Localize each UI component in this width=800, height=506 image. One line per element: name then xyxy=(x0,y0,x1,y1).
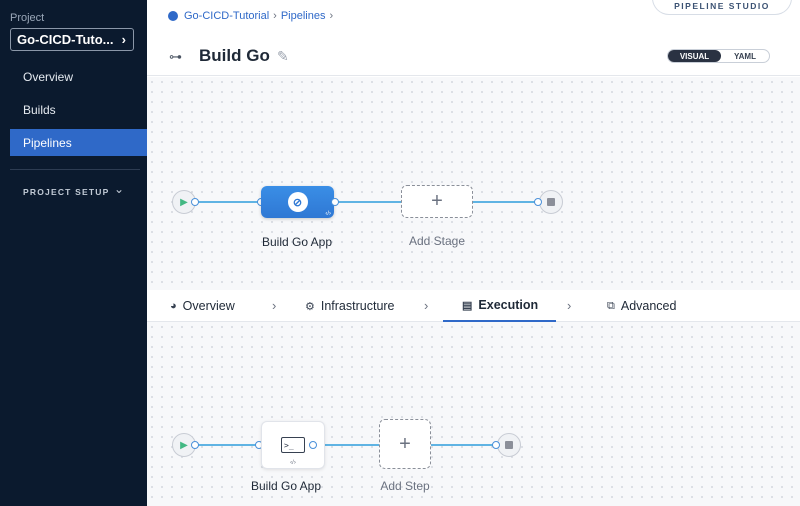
tab-advanced-label: Advanced xyxy=(620,299,677,313)
connector-line xyxy=(196,444,260,446)
ci-stage-icon: ⊘ xyxy=(287,192,308,212)
sidebar-item-pipelines[interactable]: Pipelines xyxy=(10,129,147,156)
sidebar-divider xyxy=(10,169,140,170)
add-stage-label: Add Stage xyxy=(408,234,466,248)
tab-infrastructure[interactable]: ⚙ Infrastructure xyxy=(305,290,395,322)
chevron-right-icon: › xyxy=(424,298,429,313)
chevron-down-icon[interactable]: ⌄ xyxy=(114,182,125,196)
tab-overview[interactable]: ◕ Overview xyxy=(170,290,235,322)
yaml-toggle[interactable]: YAML xyxy=(734,51,756,61)
connector-port xyxy=(534,198,542,206)
project-icon xyxy=(168,11,178,21)
tab-infrastructure-label: Infrastructure xyxy=(320,299,395,313)
infrastructure-icon: ⚙ xyxy=(305,300,315,313)
add-step-button[interactable]: + xyxy=(379,419,431,469)
execution-canvas: ▶ >_ ‹/› + Build Go App Add Step xyxy=(147,322,800,506)
connector-line xyxy=(313,444,379,446)
breadcrumb-pipelines[interactable]: Pipelines xyxy=(280,10,326,22)
advanced-icon: ⧉ xyxy=(607,299,615,312)
end-node xyxy=(539,190,563,214)
connector-line xyxy=(431,444,497,446)
end-node xyxy=(497,433,521,457)
view-toggle[interactable]: VISUAL YAML xyxy=(667,49,770,63)
tab-execution-label: Execution xyxy=(478,298,539,312)
tab-execution[interactable]: ▤ Execution xyxy=(443,290,556,322)
chevron-right-icon: › xyxy=(121,32,126,47)
breadcrumb-separator-icon: › xyxy=(329,10,334,22)
execution-icon: ▤ xyxy=(462,299,473,312)
chevron-right-icon: › xyxy=(567,298,572,313)
stage-tabs: ◕ Overview › ⚙ Infrastructure › ▤ Execut… xyxy=(147,290,800,322)
connector-port xyxy=(331,198,339,206)
breadcrumb-project[interactable]: Go-CICD-Tutorial xyxy=(184,10,270,22)
breadcrumb: Go-CICD-Tutorial › Pipelines › xyxy=(168,10,333,22)
connector-line xyxy=(196,201,260,203)
connector-port xyxy=(492,441,500,449)
visual-toggle[interactable]: VISUAL xyxy=(668,50,721,62)
pipeline-studio-label: PIPELINE STUDIO xyxy=(652,0,792,15)
edit-icon[interactable]: ✎ xyxy=(277,48,289,64)
code-icon: ‹/› xyxy=(290,460,296,466)
project-setup-label[interactable]: PROJECT SETUP xyxy=(23,187,110,197)
overview-icon: ◕ xyxy=(170,300,177,312)
project-name: Go-CICD-Tuto... xyxy=(17,32,114,47)
step-label: Build Go App xyxy=(250,479,322,493)
sidebar: Project Go-CICD-Tuto... › Overview Build… xyxy=(0,0,147,506)
sidebar-item-overview[interactable]: Overview xyxy=(23,69,74,84)
stage-canvas: ▶ ⊘ ‹/› + Build Go App Add Stage xyxy=(147,77,800,290)
connector-port xyxy=(309,441,317,449)
project-label: Project xyxy=(10,12,45,24)
project-selector[interactable]: Go-CICD-Tuto... › xyxy=(10,28,134,51)
add-step-label: Add Step xyxy=(380,479,430,493)
connector-port xyxy=(191,441,199,449)
stage-build-go-app[interactable]: ⊘ ‹/› xyxy=(261,186,334,218)
connector-line xyxy=(473,201,539,203)
breadcrumb-separator-icon: › xyxy=(273,10,277,22)
connector-port xyxy=(191,198,199,206)
add-stage-button[interactable]: + xyxy=(401,185,473,218)
tab-overview-label: Overview xyxy=(182,299,235,313)
stage-label: Build Go App xyxy=(261,235,333,249)
pipeline-icon: ⊶ xyxy=(169,49,182,64)
chevron-right-icon: › xyxy=(272,298,277,313)
code-icon: ‹/› xyxy=(325,211,331,217)
tab-advanced[interactable]: ⧉ Advanced xyxy=(607,290,676,322)
header: Go-CICD-Tutorial › Pipelines › PIPELINE … xyxy=(147,0,800,76)
sidebar-item-builds[interactable]: Builds xyxy=(23,102,56,117)
terminal-icon: >_ xyxy=(281,437,305,453)
page-title: Build Go xyxy=(199,46,270,65)
connector-line xyxy=(337,201,401,203)
